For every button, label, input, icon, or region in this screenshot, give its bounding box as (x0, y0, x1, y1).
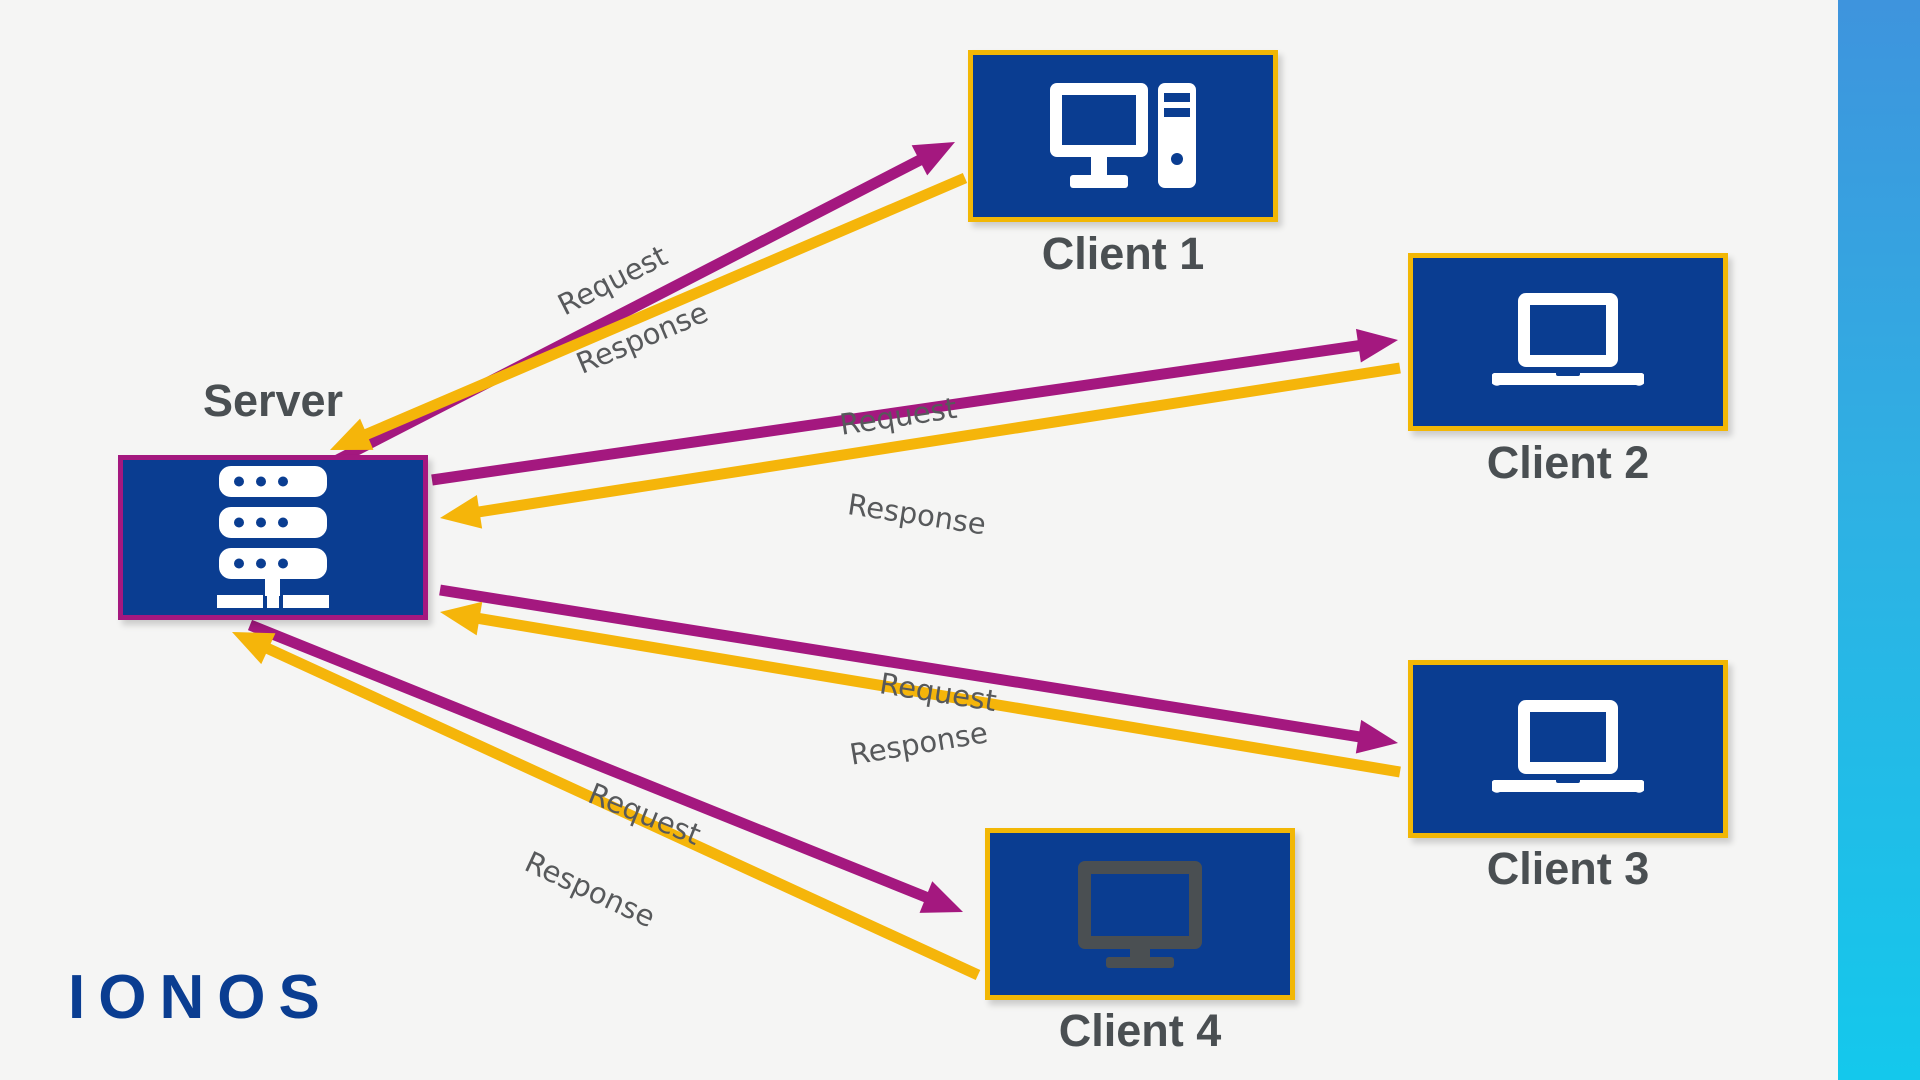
accent-gradient-bar (1838, 0, 1920, 1080)
node-client-1[interactable] (968, 50, 1278, 222)
edge-client3-server-response (440, 601, 1401, 778)
edge-server-client2-request-arrowhead (1355, 328, 1398, 363)
edge-server-client3-request-arrowhead (1355, 719, 1398, 754)
node-label-client-2: Client 2 (1486, 437, 1650, 488)
node-client-3[interactable] (1408, 660, 1728, 838)
node-label-server: Server (202, 375, 344, 426)
edge-client2-server-response-arrowhead (440, 495, 483, 529)
edge-client2-server-response (440, 362, 1401, 529)
laptop-icon (1492, 698, 1644, 800)
edge-client4-server-response-arrowhead (232, 632, 276, 665)
laptop-icon (1492, 291, 1644, 393)
edge-client1-server-response (330, 172, 968, 450)
node-label-client-4: Client 4 (1058, 1005, 1222, 1056)
edge-client4-server-response (232, 632, 981, 980)
node-client-4[interactable] (985, 828, 1295, 1000)
desktop-tower-icon (1048, 81, 1198, 191)
edge-server-client3-request (439, 584, 1398, 754)
node-client-2[interactable] (1408, 253, 1728, 431)
edge-server-client4-request-arrowhead (919, 881, 963, 913)
edge-server-client2-request (431, 328, 1398, 486)
edge-server-client4-request (247, 619, 963, 913)
edge-client1-server-response-arrowhead (330, 418, 374, 450)
ionos-logo: IONOS (68, 963, 333, 1032)
node-label-client-1: Client 1 (1041, 228, 1205, 279)
edge-server-client1-request-arrowhead (911, 142, 955, 176)
node-server[interactable] (118, 455, 428, 620)
edge-client3-server-response-arrowhead (440, 601, 483, 636)
edge-server-client1-request (315, 142, 955, 475)
node-label-client-3: Client 3 (1486, 843, 1650, 894)
monitor-icon (1076, 859, 1204, 969)
server-rack-icon (210, 464, 336, 612)
